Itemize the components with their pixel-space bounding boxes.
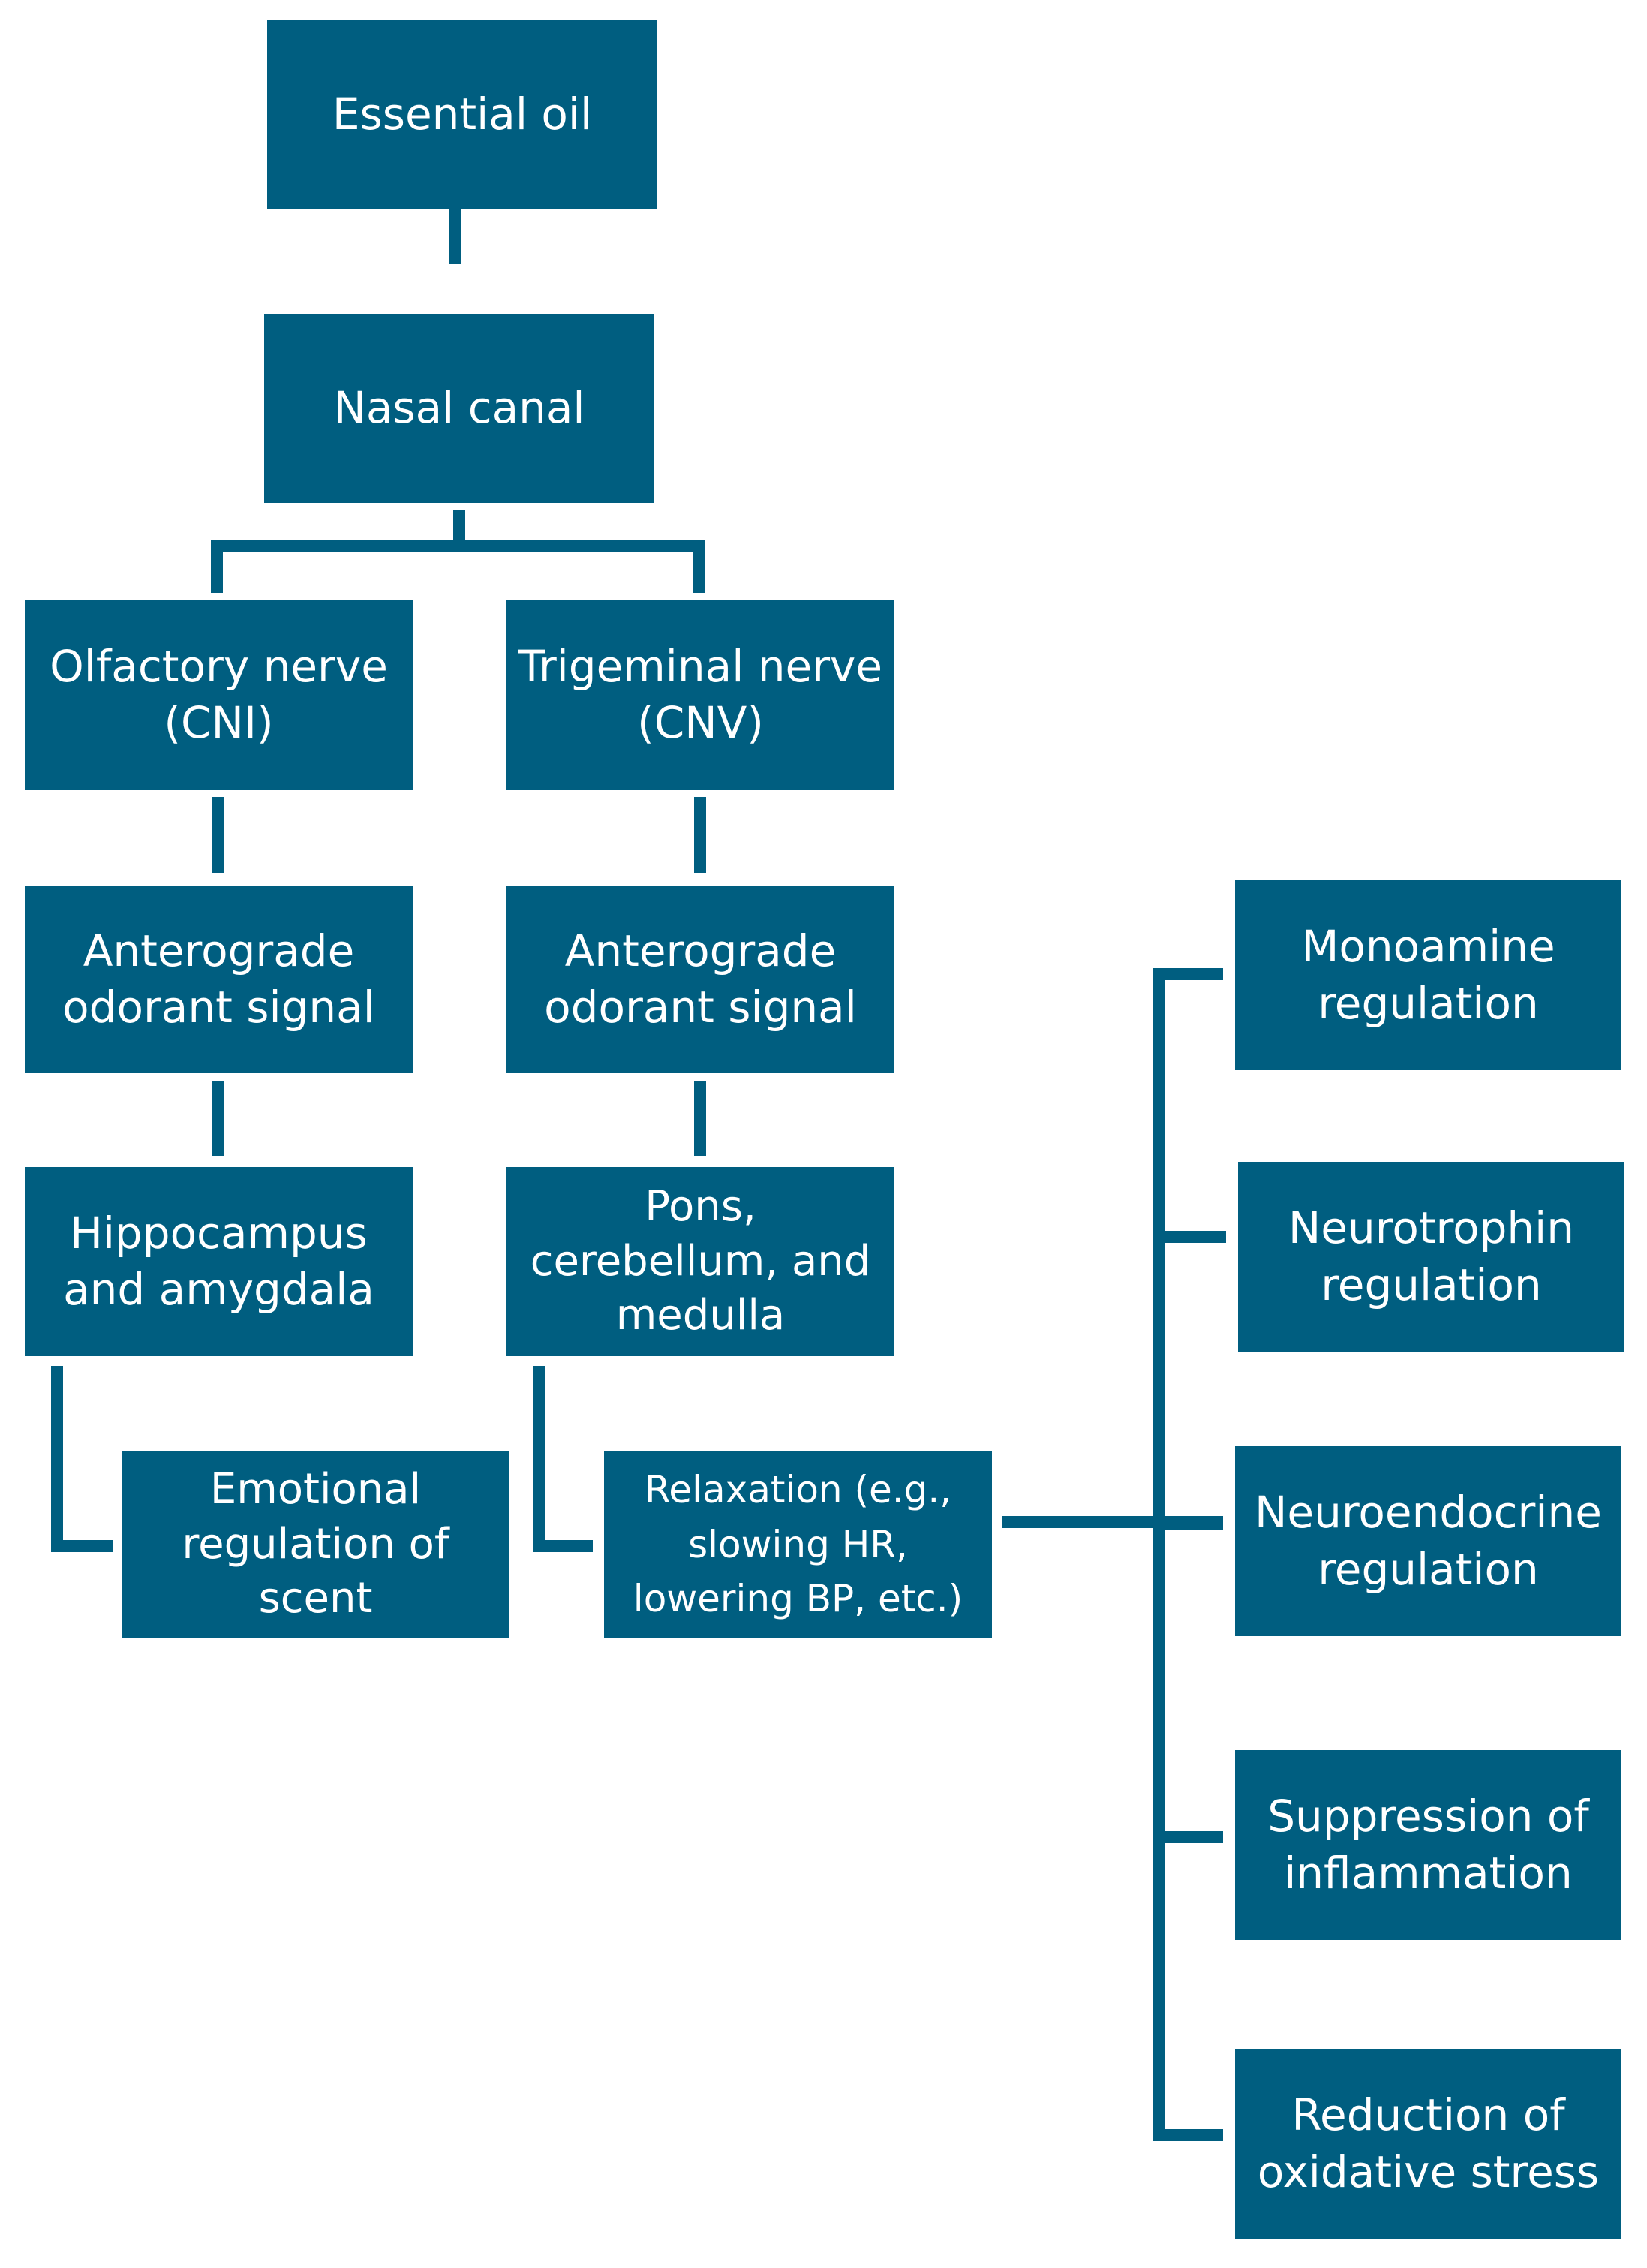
anterograde-signal-left-box: Anterograde odorant signal <box>25 886 413 1073</box>
connector-hippo-emotional <box>51 1366 113 1552</box>
neuroendocrine-regulation-box: Neuroendocrine regulation <box>1235 1446 1621 1636</box>
neurotrophin-regulation-box: Neurotrophin regulation <box>1238 1162 1624 1352</box>
connector-split-branches <box>211 540 705 593</box>
monoamine-regulation-box: Monoamine regulation <box>1235 880 1621 1070</box>
olfactory-nerve-box: Olfactory nerve (CNI) <box>25 600 413 790</box>
anterograde-signal-right-box: Anterograde odorant signal <box>506 886 894 1073</box>
trigeminal-nerve-box: Trigeminal nerve (CNV) <box>506 600 894 790</box>
essential-oil-box: Essential oil <box>267 20 657 209</box>
emotional-regulation-box: Emotional regulation of scent <box>122 1451 509 1638</box>
connector-pons-relax <box>533 1366 593 1552</box>
hippocampus-amygdala-box: Hippocampus and amygdala <box>25 1167 413 1356</box>
pons-cerebellum-medulla-box: Pons, cerebellum, and medulla <box>506 1167 894 1356</box>
reduction-of-oxidative-stress-box: Reduction of oxidative stress <box>1235 2049 1621 2239</box>
nasal-canal-box: Nasal canal <box>264 314 654 503</box>
suppression-of-inflammation-box: Suppression of inflammation <box>1235 1750 1621 1940</box>
relaxation-box: Relaxation (e.g., slowing HR, lowering B… <box>604 1451 992 1638</box>
